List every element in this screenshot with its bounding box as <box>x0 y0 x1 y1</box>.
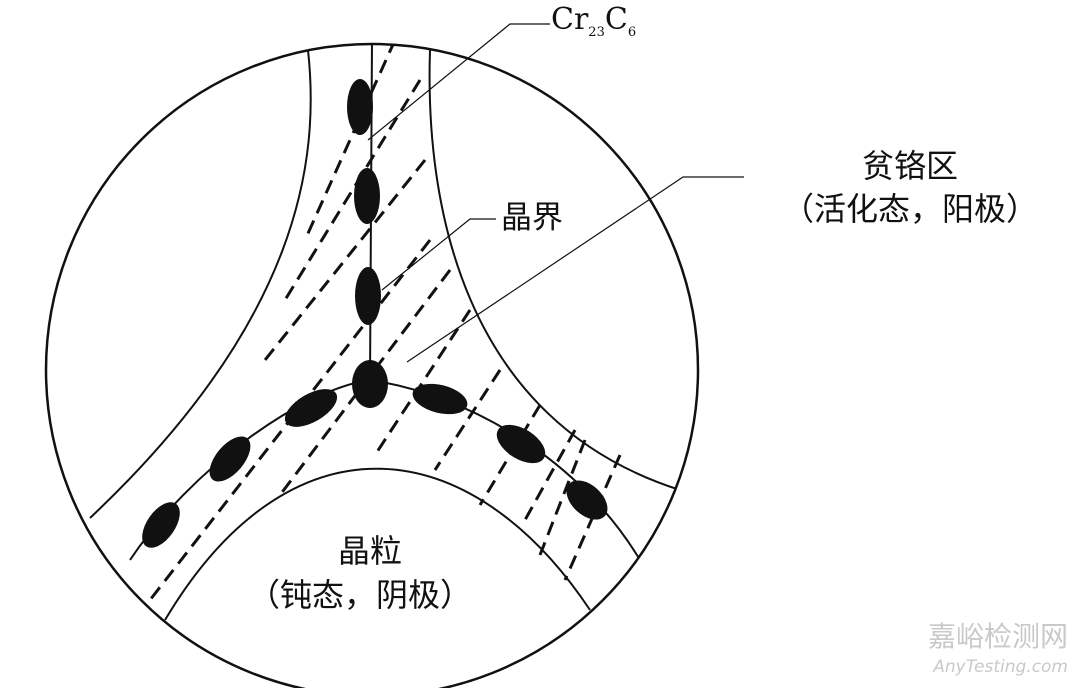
carbide-particle <box>355 267 381 325</box>
grain-label: 晶粒 <box>338 532 402 570</box>
carbide-particle <box>284 389 338 427</box>
carbide-particle <box>354 168 380 224</box>
carbide-particle <box>352 360 388 408</box>
depleted-zone-sublabel: （活化态，阳极） <box>782 190 1038 228</box>
carbide-particle <box>566 480 608 520</box>
carbide-particle <box>209 436 251 482</box>
depleted-zone-dashes <box>148 44 622 601</box>
watermark-url: AnyTesting.com <box>932 657 1068 677</box>
carbide-leader <box>367 23 550 141</box>
carbide-particle <box>412 383 468 415</box>
carbide-particle <box>347 79 373 135</box>
leader-lines <box>367 23 744 363</box>
bottom-grain-edge <box>164 467 591 621</box>
depleted-zone-label: 贫铬区 <box>862 147 958 185</box>
grain-boundary-leader <box>381 218 496 291</box>
carbide-label: Cr23C6 <box>551 2 636 40</box>
carbide-particle <box>142 502 180 548</box>
right-grain-edge <box>428 49 681 491</box>
microstructure <box>89 44 681 621</box>
depleted-zone-leader <box>406 176 744 363</box>
grain-boundary-right <box>369 379 641 561</box>
grain-sublabel: （钝态，阴极） <box>248 576 472 614</box>
carbide-particle <box>496 424 546 464</box>
carbide-particles <box>142 79 608 548</box>
grain-boundary-label: 晶界 <box>501 200 563 236</box>
left-grain-edge <box>89 49 312 519</box>
watermark-text: 嘉峪检测网 <box>928 620 1068 653</box>
watermark: 嘉峪检测网 AnyTesting.com <box>928 620 1068 677</box>
